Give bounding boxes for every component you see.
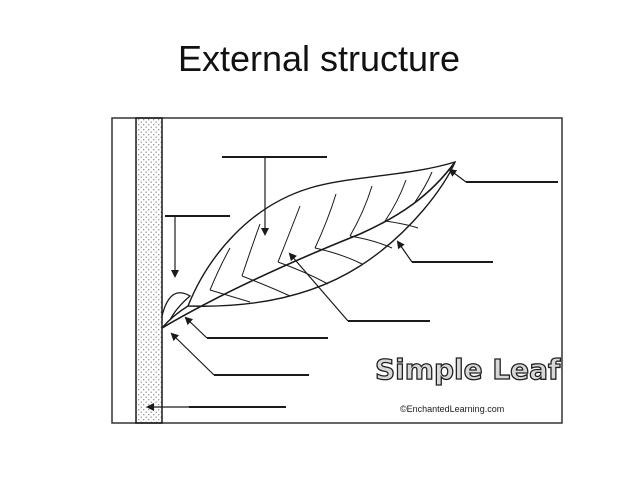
diagram-credit: ©EnchantedLearning.com (400, 404, 504, 414)
slide-title: External structure (0, 38, 638, 80)
diagram-heading: Simple Leaf (375, 353, 561, 386)
stem (136, 118, 162, 423)
leaf-diagram: Simple Leaf ©EnchantedLearning.com (110, 116, 566, 426)
